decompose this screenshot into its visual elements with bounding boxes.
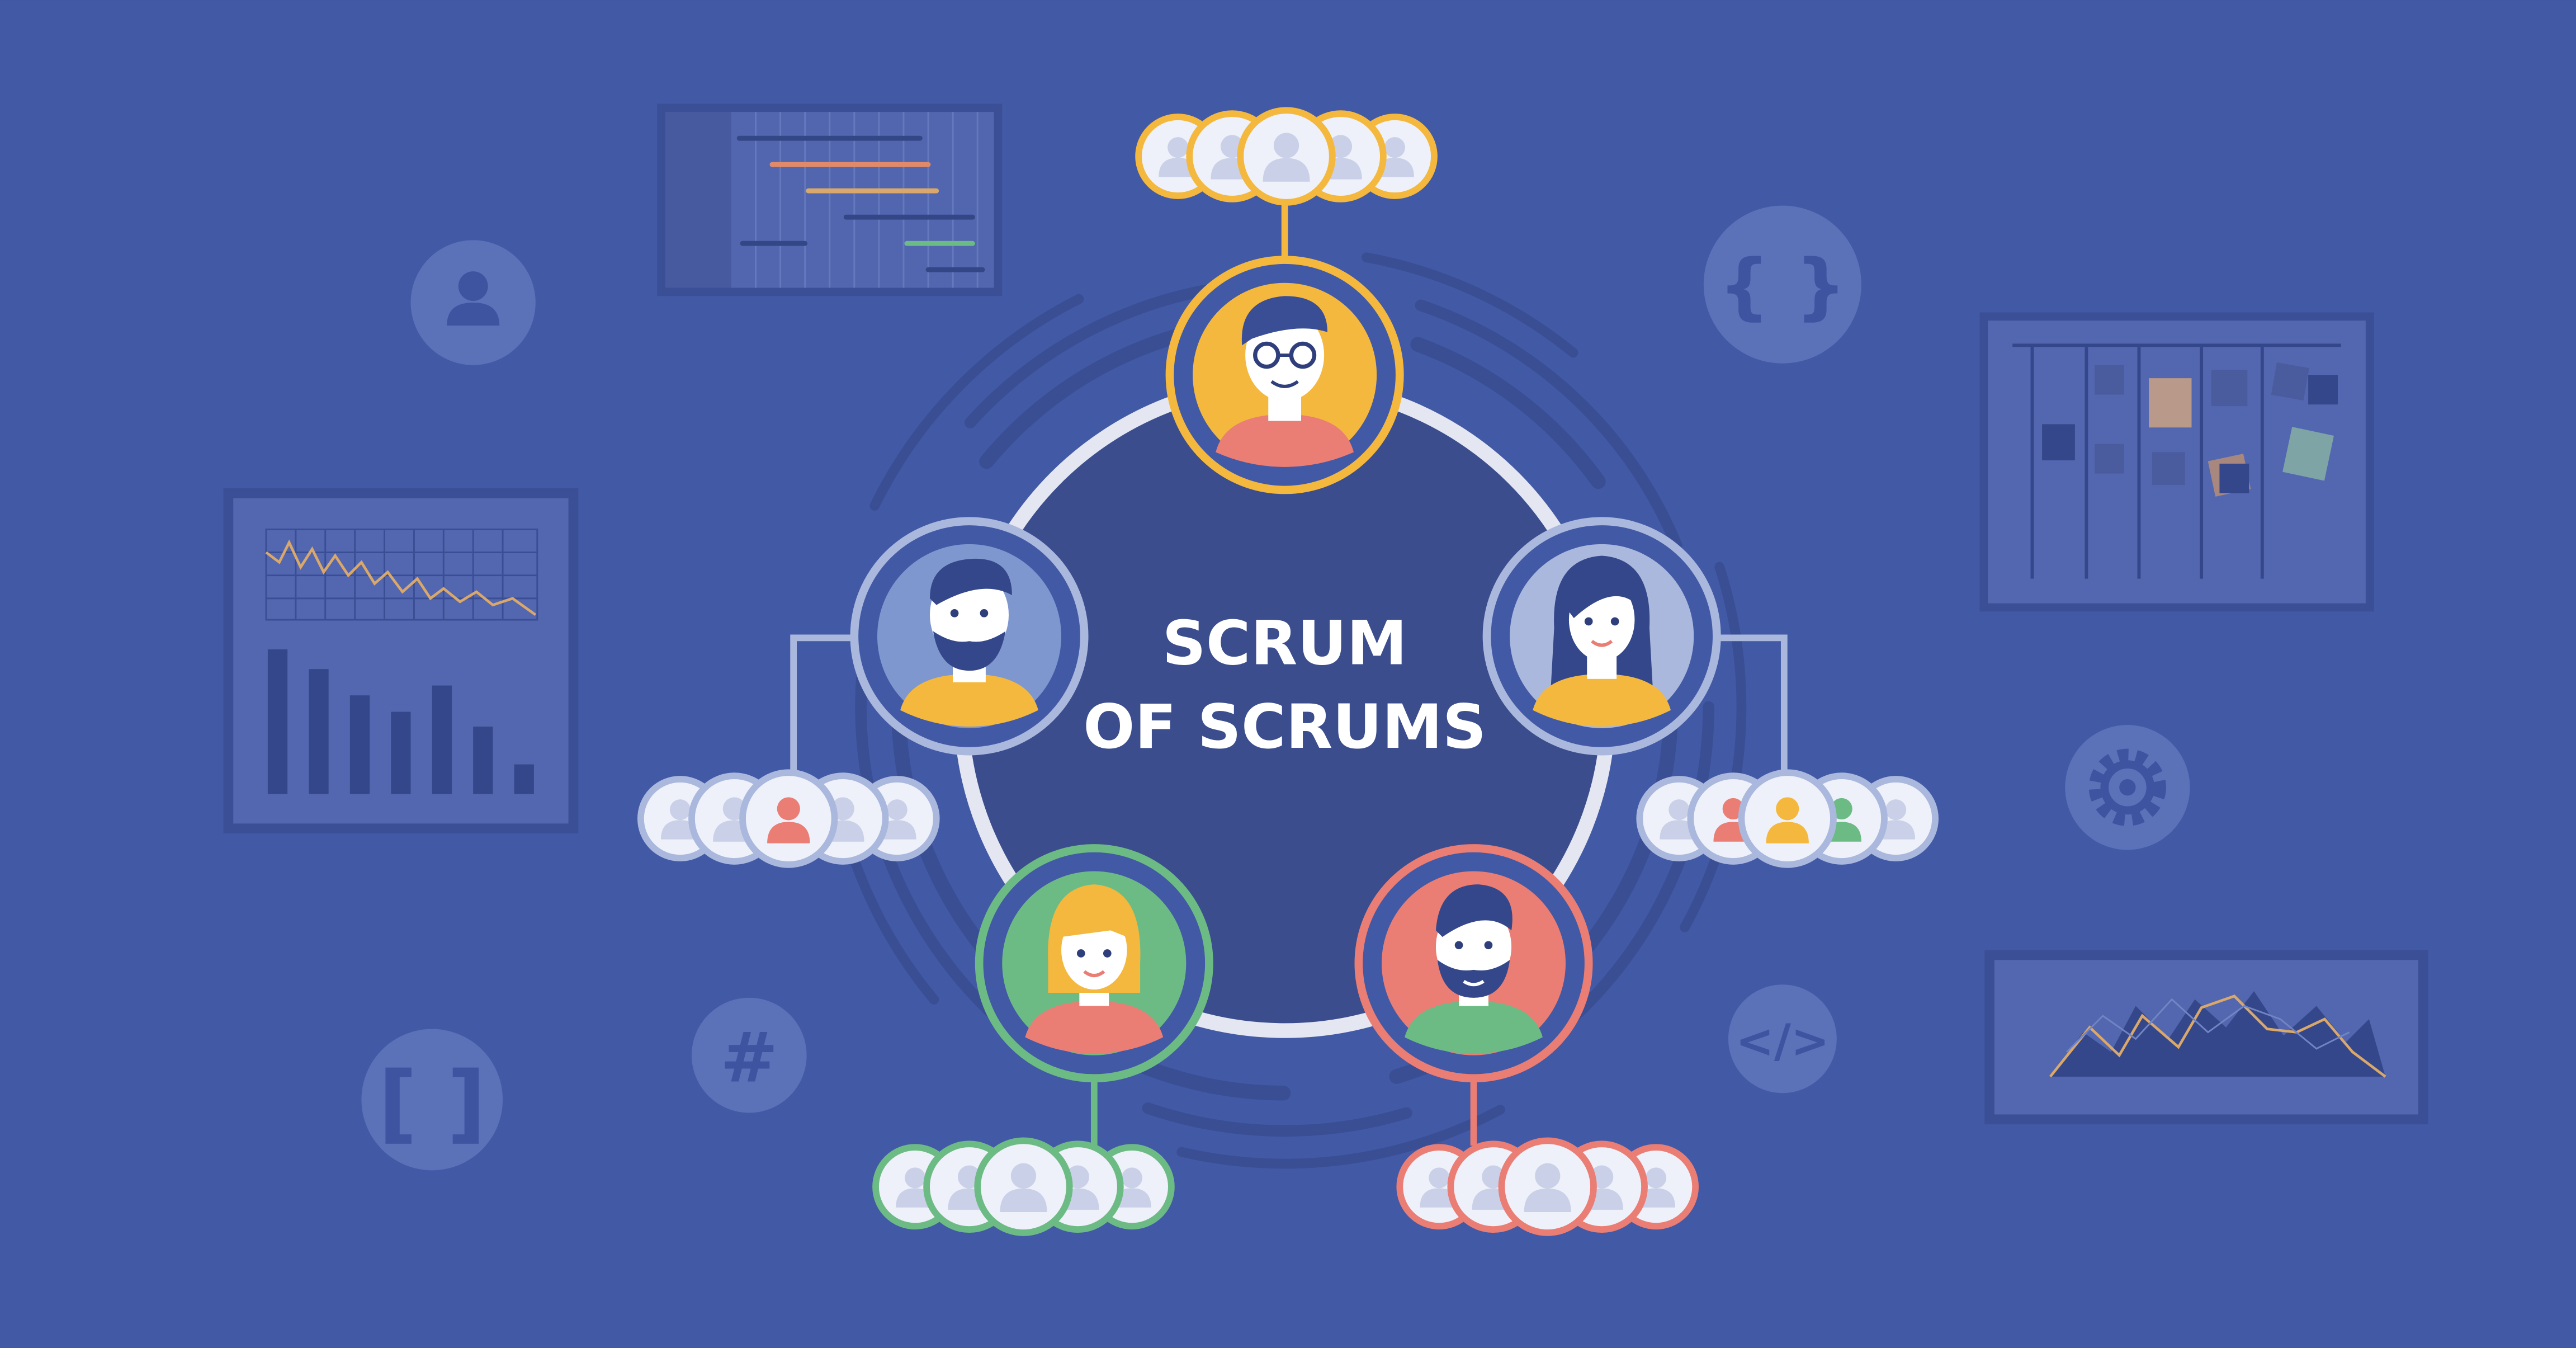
- hash-glyph: #: [720, 1018, 778, 1099]
- team-leader-right: [1482, 517, 1721, 756]
- title-line-2: OF SCRUMS: [1083, 691, 1486, 762]
- gantt-chart-icon: [657, 103, 1003, 296]
- team-member: [1498, 1137, 1597, 1236]
- team-members-right: [1636, 769, 1939, 868]
- team-member: [739, 769, 838, 868]
- team-leader-bottom-left: [975, 844, 1213, 1083]
- team-member: [974, 1137, 1073, 1236]
- braces-icon: { }: [1703, 205, 1861, 364]
- team-leader-top: [1165, 256, 1404, 494]
- user-icon: [410, 240, 536, 365]
- team-members-bottom-right: [1396, 1137, 1699, 1236]
- brackets-glyph: [ ]: [378, 1054, 486, 1153]
- code-tag-glyph: </>: [1736, 1015, 1830, 1068]
- diagram-title: SCRUM OF SCRUMS: [1083, 607, 1486, 762]
- kanban-board-icon: [1979, 312, 2374, 612]
- connectors: [790, 200, 1788, 1146]
- team-leader-bottom-right: [1354, 844, 1593, 1083]
- gear-icon: [2065, 725, 2190, 850]
- team-members-left: [637, 769, 940, 868]
- braces-glyph: { }: [1718, 244, 1846, 328]
- team-member: [1738, 769, 1837, 868]
- code-tag-icon: </>: [1728, 984, 1837, 1094]
- team-leader-left: [850, 517, 1089, 756]
- title-line-1: SCRUM: [1162, 607, 1407, 678]
- hash-icon: #: [691, 997, 807, 1113]
- team-member: [1237, 107, 1336, 206]
- dashboard-chart-icon: [223, 488, 579, 833]
- team-members-top: [1135, 107, 1438, 206]
- area-chart-icon: [1984, 950, 2428, 1125]
- brackets-icon: [ ]: [361, 1029, 503, 1171]
- team-members-bottom-left: [872, 1137, 1175, 1236]
